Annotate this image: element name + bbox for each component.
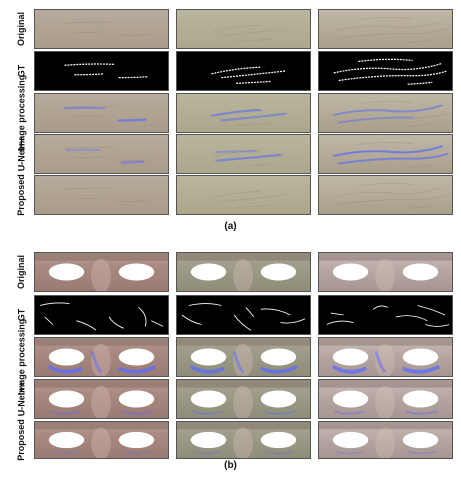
panel-b-image-r3-c1	[34, 337, 169, 377]
panel-a-image-r1-c1	[34, 9, 169, 49]
panel-b-image-r2-c3	[318, 295, 453, 335]
panel-b-image-r5-c3	[318, 421, 453, 459]
panel-b-image-r4-c2	[176, 379, 311, 419]
panel-b-image-r2-c1	[34, 295, 169, 335]
panel-a-image-r3-c3	[318, 93, 453, 133]
panel-b-image-r5-c2	[176, 421, 311, 459]
panel-b-image-r4-c1	[34, 379, 169, 419]
panel-b-image-r2-c2	[176, 295, 311, 335]
panel-a-image-r5-c2	[176, 175, 311, 215]
panel-a-label: (a)	[224, 221, 237, 232]
panel-a-image-r2-c2	[176, 51, 311, 91]
panel-b-image-r4-c3	[318, 379, 453, 419]
b-row-label-text-5: Proposed	[15, 419, 26, 461]
panel-b-label: (b)	[224, 460, 237, 471]
panel-b-image-r3-c2	[176, 337, 311, 377]
panel-a-image-r3-c2	[176, 93, 311, 133]
panel-a-image-r2-c1	[34, 51, 169, 91]
panel-a-image-r2-c3	[318, 51, 453, 91]
panel-b-image-r1-c3	[318, 252, 453, 292]
b-row-label-text-1: Original	[15, 254, 26, 290]
panel-b-image-r5-c1	[34, 421, 169, 459]
panel-b-image-r1-c1	[34, 252, 169, 292]
panel-b-image-r3-c3	[318, 337, 453, 377]
a-row-label-text-5: Proposed	[15, 174, 26, 216]
panel-a-image-r4-c3	[318, 134, 453, 174]
panel-a-image-r3-c1	[34, 93, 169, 133]
b-row-label-text-4: U-Net++	[15, 381, 26, 417]
a-row-label-text-4: U-Net++	[15, 136, 26, 172]
panel-b-image-r1-c2	[176, 252, 311, 292]
panel-a-image-r1-c3	[318, 9, 453, 49]
panel-a-image-r4-c2	[176, 134, 311, 174]
panel-a-image-r1-c2	[176, 9, 311, 49]
a-row-label-text-1: Original	[15, 11, 26, 47]
panel-a-image-r4-c1	[34, 134, 169, 174]
panel-a-image-r5-c1	[34, 175, 169, 215]
panel-a-image-r5-c3	[318, 175, 453, 215]
